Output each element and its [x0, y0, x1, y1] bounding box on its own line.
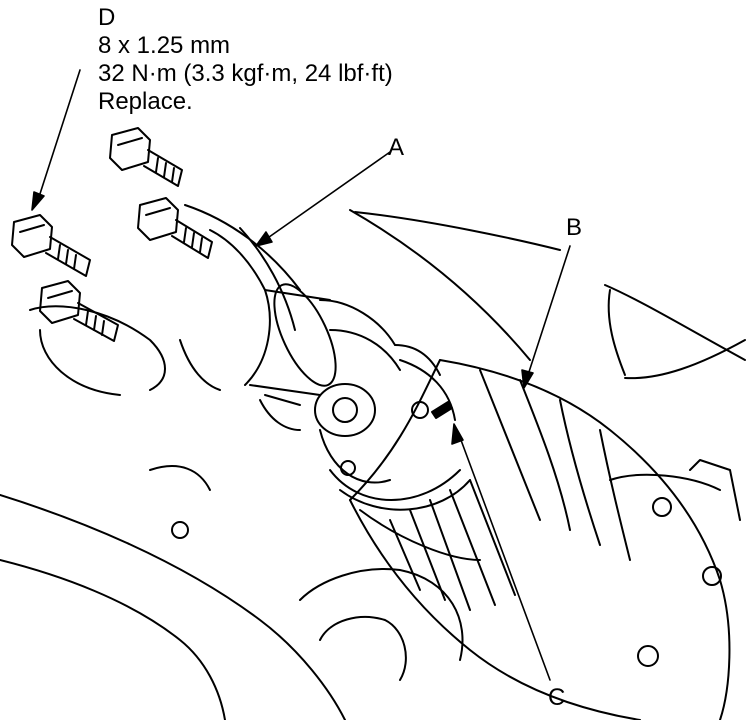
callout-label-c: C: [548, 684, 566, 711]
leader-line-d: [37, 69, 81, 201]
vehicle-body-outline: [0, 209, 746, 720]
leader-line-b: [526, 245, 571, 379]
universal-joint: [259, 299, 471, 511]
arrowhead-b: [521, 369, 534, 389]
leader-line-c: [457, 431, 551, 681]
replace-note-text: Replace.: [98, 88, 193, 115]
alignment-mark: [431, 401, 453, 419]
arrowhead-d: [31, 191, 45, 211]
fastener-spec-block: D 8 x 1.25 mm 32 N·m (3.3 kgf·m, 24 lbf·…: [98, 4, 393, 116]
bolt-size-text: 8 x 1.25 mm: [98, 32, 231, 59]
flange-bolt: [39, 280, 119, 342]
arrowhead-c: [451, 423, 464, 445]
torque-spec-text: 32 N·m (3.3 kgf·m, 24 lbf·ft): [98, 60, 393, 87]
callout-label-a: A: [388, 134, 405, 161]
callout-label-b: B: [566, 214, 583, 241]
flange-bolt: [11, 214, 91, 277]
callout-leaders: [31, 69, 571, 681]
arrowhead-a: [255, 231, 273, 247]
flange-bolt: [109, 127, 183, 187]
differential-housing: [171, 359, 741, 720]
leader-line-a: [261, 151, 391, 243]
flange-bolts: [11, 127, 213, 342]
pinion-nose: [359, 479, 516, 611]
callout-label-d: D: [98, 4, 116, 31]
propeller-shaft: [179, 204, 337, 396]
flange-bolt: [137, 197, 213, 259]
